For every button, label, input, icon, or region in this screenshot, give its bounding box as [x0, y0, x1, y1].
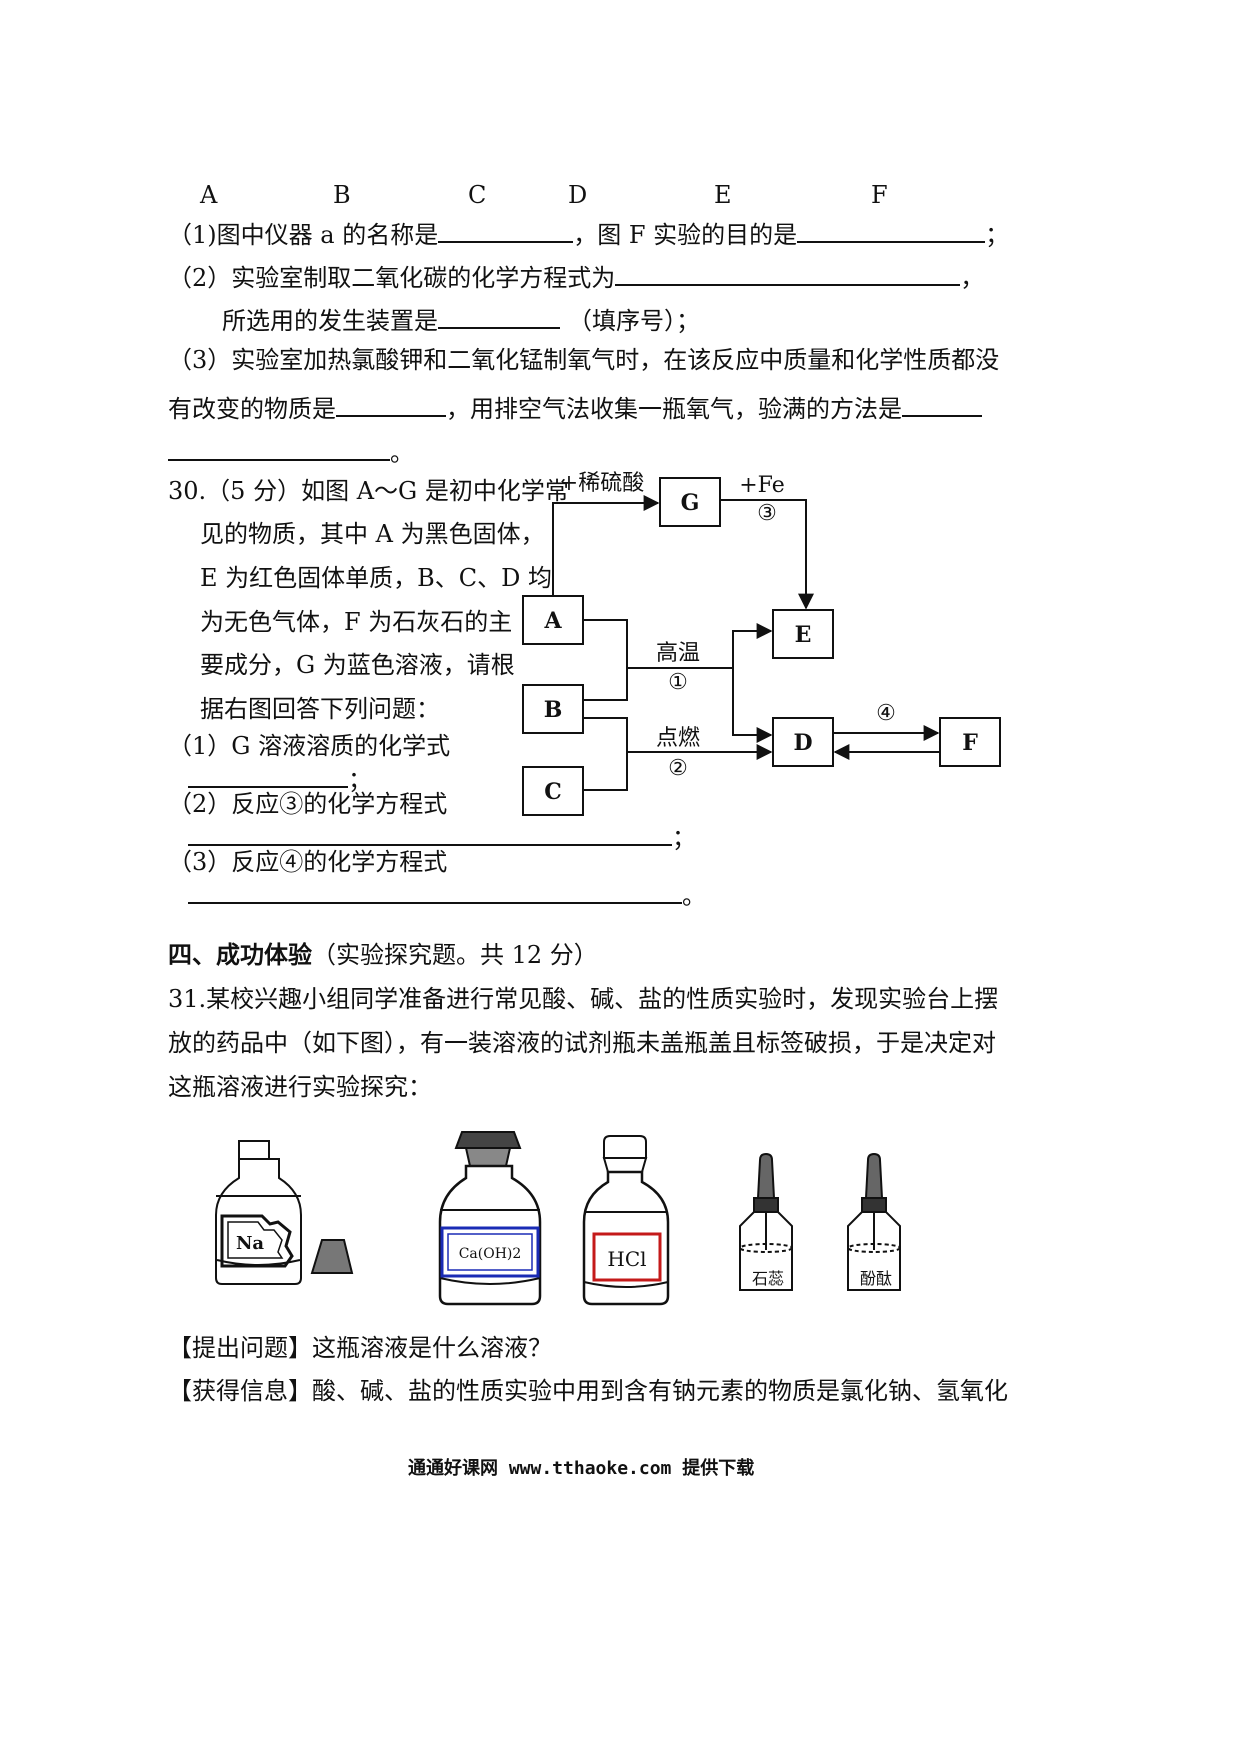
node-e: E	[795, 622, 812, 648]
q30-line-5: 要成分，G 为蓝色溶液，请根	[200, 651, 515, 679]
fig-label-d: D	[568, 181, 588, 209]
fig-label-b: B	[333, 181, 351, 209]
arrow-a-to-g	[552, 495, 660, 596]
answer-blank[interactable]	[168, 433, 390, 461]
q30-line-6: 据右图回答下列问题：	[200, 695, 440, 723]
q30-sub-1-answer: ；	[188, 760, 372, 795]
litmus-dropper-bottle	[739, 1152, 793, 1291]
fig-label-e: E	[714, 181, 732, 209]
node-c: C	[544, 779, 562, 805]
node-a: A	[543, 608, 562, 634]
arrow-to-d-1	[732, 668, 773, 743]
fig-label-a: A	[200, 181, 218, 209]
section-4-heading: 四、成功体验（实验探究题。共 12 分）	[168, 940, 598, 969]
q30-sub-3: （3）反应④的化学方程式	[168, 848, 448, 876]
q30-line-2: 见的物质，其中 A 为黑色固体，	[200, 520, 545, 548]
answer-blank[interactable]	[188, 760, 348, 788]
q31-question: 【提出问题】这瓶溶液是什么溶液？	[168, 1334, 552, 1362]
caoh2-bottle	[438, 1131, 542, 1306]
page-footer: 通通好课网 www.tthaoke.com 提供下载	[408, 1458, 755, 1479]
q31-line-1: 31.某校兴趣小组同学准备进行常见酸、碱、盐的性质实验时，发现实验台上摆	[168, 985, 999, 1013]
label-reaction-1: ①	[668, 670, 688, 695]
q29-part3: （3）实验室加热氯酸钾和二氧化锰制氧气时，在该反应中质量和化学性质都没	[168, 346, 1000, 374]
node-f-box	[939, 717, 1001, 767]
node-b-box	[522, 684, 584, 734]
arrow-g-to-e	[720, 499, 814, 610]
answer-blank[interactable]	[438, 215, 574, 243]
fig-label-c: C	[468, 181, 487, 209]
node-f: F	[962, 730, 978, 756]
label-reaction-3: ③	[757, 501, 777, 526]
q30-line-3: E 为红色固体单质，B、C、D 均	[200, 564, 553, 592]
connector-a	[583, 619, 628, 668]
bottle-cap-icon	[310, 1239, 354, 1274]
node-e-box	[772, 609, 834, 659]
label-high-temp: 高温	[656, 641, 700, 666]
answer-blank[interactable]	[797, 215, 986, 243]
node-g: G	[681, 490, 700, 516]
label-reaction-2: ②	[668, 756, 688, 781]
q29-part3b: 有改变的物质是，用排空气法收集一瓶氧气，验满的方法是	[168, 389, 982, 424]
bottle-label-caoh2: Ca(OH)2	[459, 1246, 522, 1262]
q30-sub-1: （1）G 溶液溶质的化学式	[168, 732, 451, 760]
q30-line-1: 30.（5 分）如图 A～G 是初中化学常	[168, 477, 569, 505]
bottle-label-phenolphthalein: 酚酞	[860, 1269, 892, 1288]
phenolphthalein-dropper-bottle	[847, 1152, 901, 1291]
answer-blank[interactable]	[336, 389, 446, 417]
hcl-bottle	[582, 1135, 670, 1306]
connector-c	[583, 752, 628, 791]
bottle-label-hcl: HCl	[607, 1247, 646, 1271]
q30-sub-2: （2）反应③的化学方程式	[168, 790, 448, 818]
q29-part2: （2）实验室制取二氧化碳的化学方程式为，	[168, 258, 984, 293]
bottle-label-litmus: 石蕊	[752, 1269, 784, 1288]
node-d-box	[772, 717, 834, 767]
node-g-box	[659, 477, 721, 527]
q29-part2b: 所选用的发生装置是（填序号）；	[222, 301, 700, 336]
q29-part3c: 。	[168, 433, 414, 468]
answer-blank[interactable]	[188, 876, 682, 904]
q31-info: 【获得信息】酸、碱、盐的性质实验中用到含有钠元素的物质是氯化钠、氢氧化	[168, 1377, 1008, 1405]
q30-line-4: 为无色气体，F 为石灰石的主	[200, 608, 513, 636]
answer-blank[interactable]	[902, 389, 982, 417]
q30-sub-2-answer: ；	[188, 818, 696, 853]
broken-label-bottle	[215, 1140, 302, 1285]
connector-b2	[583, 717, 628, 752]
answer-blank[interactable]	[438, 301, 560, 329]
connector-b	[583, 668, 628, 701]
label-reaction-4: ④	[876, 701, 896, 726]
answer-blank[interactable]	[615, 258, 961, 286]
label-dilute-sulfuric-acid: +稀硫酸	[560, 471, 644, 496]
fig-label-f: F	[871, 181, 888, 209]
q31-line-3: 这瓶溶液进行实验探究：	[168, 1073, 432, 1101]
q30-sub-3-answer: 。	[188, 876, 706, 911]
bottle-label-na: Na	[236, 1233, 264, 1254]
q29-part1: （1)图中仪器 a 的名称是，图 F 实验的目的是；	[168, 215, 1009, 250]
q31-line-2: 放的药品中（如下图），有一装溶液的试剂瓶未盖瓶盖且标签破损，于是决定对	[168, 1029, 996, 1057]
arrow-to-e	[732, 623, 773, 668]
label-fe: +Fe	[739, 473, 785, 498]
label-ignite: 点燃	[656, 726, 700, 751]
node-b: B	[544, 697, 563, 723]
node-d: D	[793, 730, 812, 756]
answer-blank[interactable]	[188, 818, 672, 846]
